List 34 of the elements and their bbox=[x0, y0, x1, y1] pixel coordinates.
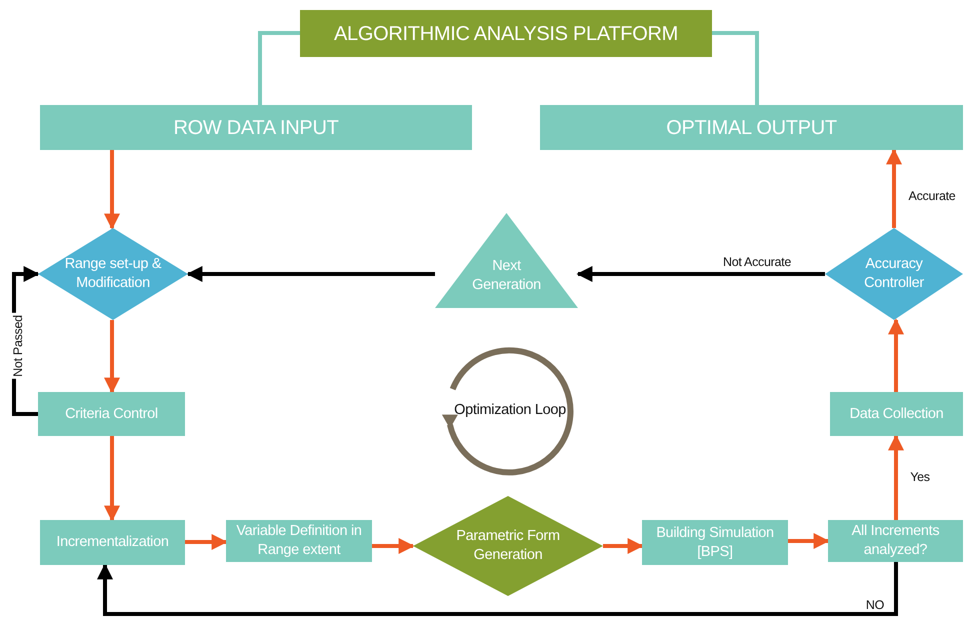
arrow bbox=[888, 434, 904, 520]
edge-label: Yes bbox=[908, 470, 932, 484]
arrow bbox=[603, 538, 644, 554]
arrow bbox=[576, 266, 825, 282]
process-box: Criteria Control bbox=[38, 392, 185, 436]
process-box: Building Simulation [BPS] bbox=[642, 520, 788, 565]
arrow bbox=[886, 148, 902, 228]
arrow bbox=[186, 266, 435, 282]
header-bar: OPTIMAL OUTPUT bbox=[540, 105, 963, 150]
arrow bbox=[104, 150, 120, 230]
arrow bbox=[788, 533, 830, 549]
arrow bbox=[104, 320, 120, 394]
connector-line bbox=[712, 31, 759, 105]
arrow bbox=[185, 534, 228, 550]
node-label: Accuracy Controller bbox=[863, 255, 925, 293]
node-label: Optimization Loop bbox=[454, 400, 566, 420]
edge-label: Not Passed bbox=[11, 313, 25, 379]
edge-label: Not Accurate bbox=[721, 255, 793, 269]
title-banner: ALGORITHMIC ANALYSIS PLATFORM bbox=[300, 10, 712, 57]
node-label: Range set-up & Modification bbox=[64, 255, 162, 293]
edge-label: Accurate bbox=[906, 189, 958, 203]
edge-label: NO bbox=[864, 598, 886, 612]
arrow bbox=[104, 436, 120, 522]
process-box: Data Collection bbox=[830, 392, 963, 436]
arrow bbox=[372, 538, 415, 554]
process-box: Variable Definition in Range extent bbox=[226, 520, 372, 562]
node-label: Next Generation bbox=[471, 256, 542, 294]
connector-line bbox=[258, 31, 300, 105]
process-box: All Increments analyzed? bbox=[828, 520, 963, 562]
arrow bbox=[888, 318, 904, 392]
header-bar: ROW DATA INPUT bbox=[40, 105, 472, 150]
arrow bbox=[97, 562, 898, 616]
node-label: Parametric Form Generation bbox=[455, 527, 561, 565]
process-box: Incrementalization bbox=[40, 520, 185, 565]
